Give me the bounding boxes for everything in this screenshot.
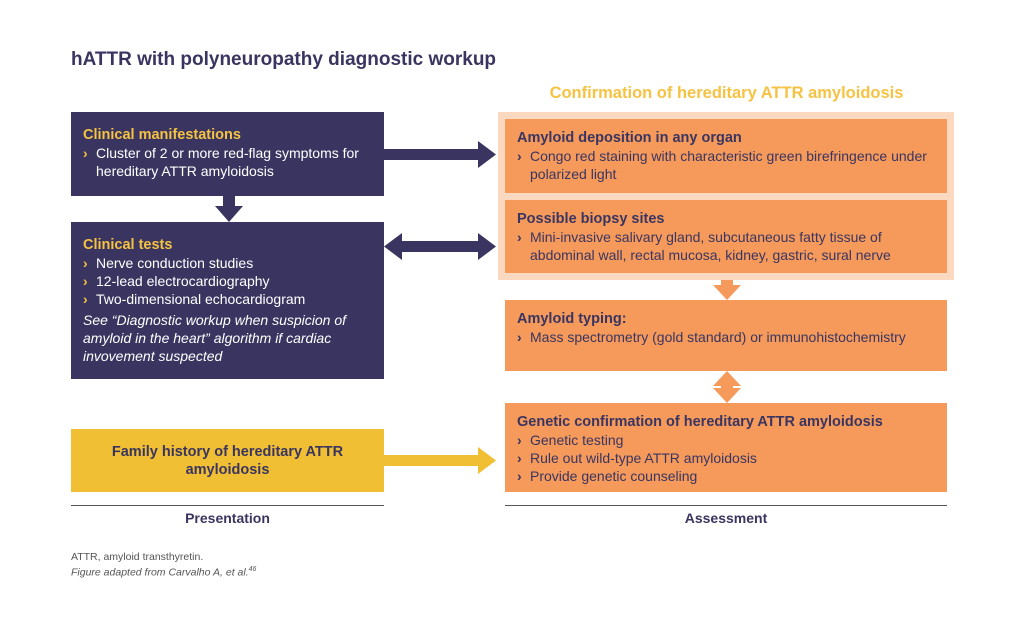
list-item: › Congo red staining with characteristic… bbox=[517, 148, 927, 182]
page-title: hATTR with polyneuropathy diagnostic wor… bbox=[71, 49, 497, 70]
list-item: › Mini-invasive salivary gland, subcutan… bbox=[517, 229, 891, 263]
source-footnote: Figure adapted from Carvalho A, et al.46 bbox=[71, 566, 257, 579]
bullet-icon: › bbox=[517, 450, 522, 466]
presentation-label: Presentation bbox=[185, 510, 270, 526]
bullet-icon: › bbox=[83, 145, 88, 161]
family-history-box: Family history of hereditary ATTR amyloi… bbox=[71, 429, 384, 492]
arrow-family-to-genetic bbox=[384, 447, 496, 474]
clinical-tests-heading: Clinical tests bbox=[83, 237, 173, 253]
clinical-manifestations-box: Clinical manifestations › Cluster of 2 o… bbox=[71, 112, 384, 196]
bullet-icon: › bbox=[517, 432, 522, 448]
list-item: › Provide genetic counseling bbox=[517, 468, 698, 484]
bullet-icon: › bbox=[517, 329, 522, 345]
bullet-icon: › bbox=[83, 291, 88, 307]
arrow-typing-genetic-bidirectional bbox=[713, 371, 741, 403]
presentation-divider bbox=[71, 505, 384, 506]
genetic-confirmation-heading: Genetic confirmation of hereditary ATTR … bbox=[517, 414, 883, 430]
list-item: › Mass spectrometry (gold standard) or i… bbox=[517, 329, 906, 345]
abbreviation-footnote: ATTR, amyloid transthyretin. bbox=[71, 551, 204, 563]
assessment-divider bbox=[505, 505, 947, 506]
bullet-icon: › bbox=[517, 468, 522, 484]
arrow-manifestations-to-deposition bbox=[384, 141, 496, 168]
clinical-tests-box: Clinical tests › Nerve conduction studie… bbox=[71, 222, 384, 379]
amyloid-deposition-box: Amyloid deposition in any organ › Congo … bbox=[505, 119, 947, 193]
list-item: › Rule out wild-type ATTR amyloidosis bbox=[517, 450, 757, 466]
biopsy-sites-heading: Possible biopsy sites bbox=[517, 211, 665, 227]
bullet-icon: › bbox=[517, 229, 522, 245]
amyloid-typing-box: Amyloid typing: › Mass spectrometry (gol… bbox=[505, 300, 947, 371]
cardiac-note: See “Diagnostic workup when suspicion of… bbox=[83, 312, 347, 364]
reference-number: 46 bbox=[248, 566, 257, 573]
list-item: › Nerve conduction studies bbox=[83, 255, 254, 271]
genetic-confirmation-box: Genetic confirmation of hereditary ATTR … bbox=[505, 403, 947, 492]
arrow-biopsy-to-typing bbox=[713, 280, 741, 300]
list-item: › Cluster of 2 or more red-flag symptoms… bbox=[83, 145, 359, 179]
assessment-label: Assessment bbox=[684, 510, 768, 526]
amyloid-deposition-heading: Amyloid deposition in any organ bbox=[517, 130, 742, 146]
bullet-icon: › bbox=[83, 273, 88, 289]
bullet-icon: › bbox=[83, 255, 88, 271]
bullet-icon: › bbox=[517, 148, 522, 164]
arrow-tests-biopsy-bidirectional bbox=[384, 233, 496, 260]
clinical-manifestations-heading: Clinical manifestations bbox=[83, 127, 241, 143]
list-item: › 12-lead electrocardiography bbox=[83, 273, 270, 289]
arrow-manifestations-to-tests bbox=[215, 196, 243, 222]
list-item: › Genetic testing bbox=[517, 432, 624, 448]
biopsy-sites-box: Possible biopsy sites › Mini-invasive sa… bbox=[505, 200, 947, 273]
list-item: › Two-dimensional echocardiogram bbox=[83, 291, 306, 307]
confirmation-title: Confirmation of hereditary ATTR amyloido… bbox=[549, 84, 904, 102]
amyloid-typing-heading: Amyloid typing: bbox=[517, 311, 627, 327]
